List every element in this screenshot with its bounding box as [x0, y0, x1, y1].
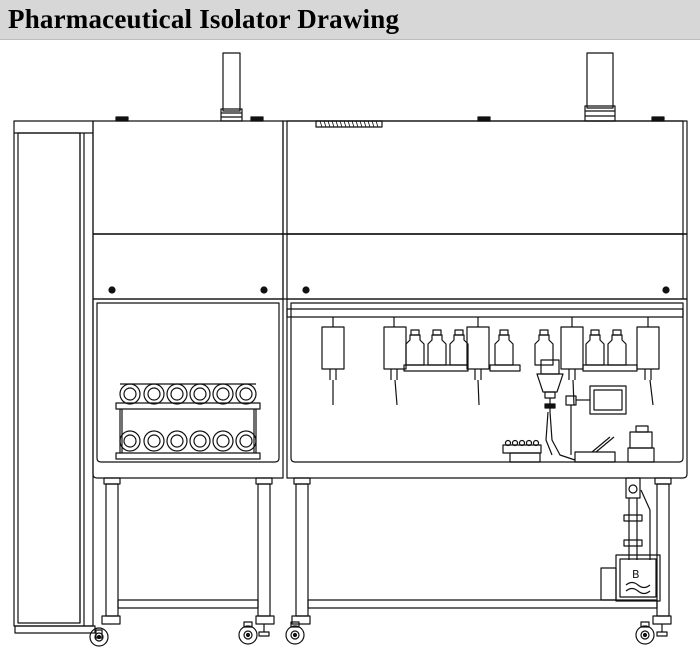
stand-frame-left — [101, 477, 275, 645]
page-title: Pharmaceutical Isolator Drawing — [8, 4, 400, 34]
isolator-drawing: B — [13, 52, 688, 647]
bench-equipment — [502, 425, 655, 463]
underbench-pump-tank: B — [600, 477, 661, 602]
bottle-shelf-left — [403, 364, 521, 372]
reagent-bottles — [405, 329, 627, 366]
bottle-shelf-right — [582, 364, 638, 372]
glove-port-3 — [466, 317, 490, 406]
title-bar: Pharmaceutical Isolator Drawing — [0, 0, 700, 40]
svg-text:B: B — [632, 568, 640, 581]
control-touch-panel — [565, 385, 627, 455]
glove-port-1 — [321, 317, 345, 405]
glove-port-4 — [560, 317, 584, 406]
right-module-housing — [282, 120, 688, 300]
glove-port-2 — [383, 317, 407, 406]
filling-hopper — [536, 359, 576, 461]
pass-through-cabinet — [13, 120, 109, 647]
left-module-housing — [92, 120, 284, 300]
left-work-chamber — [92, 298, 284, 479]
right-work-chamber — [286, 298, 688, 479]
drawing-canvas: B — [0, 40, 700, 655]
stand-frame-right — [285, 477, 672, 645]
exhaust-duct-left — [220, 52, 243, 122]
glove-port-5 — [636, 317, 660, 406]
exhaust-duct-right — [584, 52, 616, 122]
vial-row-upper — [119, 383, 257, 405]
vial-tray-rack — [115, 383, 261, 460]
vial-row-lower — [119, 430, 257, 452]
